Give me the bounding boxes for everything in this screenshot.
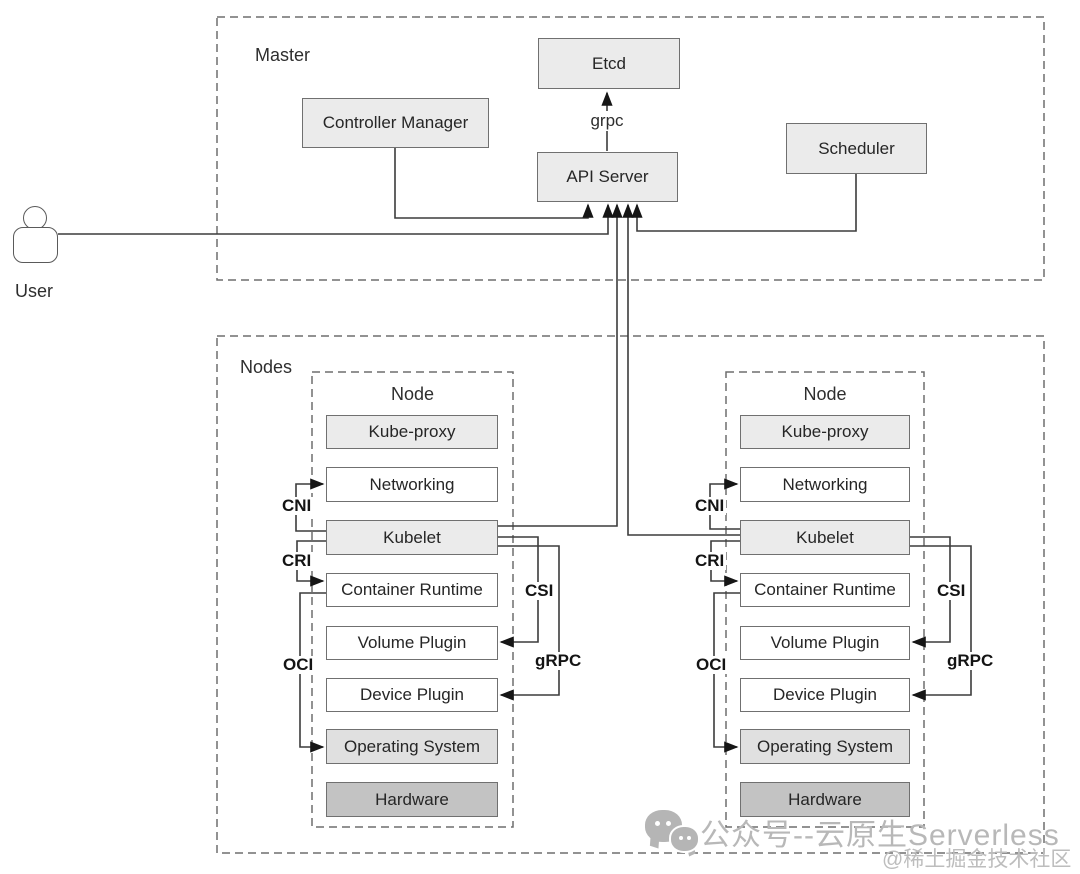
connector-right-kubelet-to-api-server xyxy=(622,203,740,536)
left-kubelet-box: Kubelet xyxy=(326,520,498,555)
right-volume-plugin-box: Volume Plugin xyxy=(740,626,910,660)
left-operating-system-box: Operating System xyxy=(326,729,498,764)
right-hardware-box: Hardware xyxy=(740,782,910,817)
left-kube-proxy-box: Kube-proxy xyxy=(326,415,498,449)
right-csi-label: CSI xyxy=(935,581,968,600)
connector-controller-manager-to-api-server xyxy=(394,148,594,219)
left-oci-label: OCI xyxy=(281,655,316,674)
connector-left-kubelet-to-api-server xyxy=(498,203,623,527)
master-region-border xyxy=(216,16,1045,281)
scheduler-box: Scheduler xyxy=(786,123,927,174)
left-device-plugin-box: Device Plugin xyxy=(326,678,498,712)
right-oci-label: OCI xyxy=(694,655,729,674)
node-right-title: Node xyxy=(803,384,847,404)
left-cni-label: CNI xyxy=(280,496,314,515)
right-operating-system-box: Operating System xyxy=(740,729,910,764)
right-container-runtime-box: Container Runtime xyxy=(740,573,910,607)
user-label: User xyxy=(15,281,54,301)
right-cni-label: CNI xyxy=(693,496,727,515)
node-left-title: Node xyxy=(390,384,435,404)
connector-user-to-api-server xyxy=(58,203,614,235)
right-cri-label: CRI xyxy=(693,551,727,570)
left-volume-plugin-box: Volume Plugin xyxy=(326,626,498,660)
node-left-border xyxy=(311,371,514,828)
master-region-label: Master xyxy=(255,45,311,65)
right-kubelet-box: Kubelet xyxy=(740,520,910,555)
nodes-region-border xyxy=(216,335,1045,854)
grpc-link-label: grpc xyxy=(585,111,629,131)
right-grpc-label: gRPC xyxy=(945,651,996,670)
left-hardware-box: Hardware xyxy=(326,782,498,817)
nodes-region-label: Nodes xyxy=(240,357,293,377)
left-grpc-label: gRPC xyxy=(533,651,584,670)
wechat-icon-small-bubble xyxy=(671,827,698,851)
right-networking-box: Networking xyxy=(740,467,910,502)
user-icon-body xyxy=(13,227,58,263)
etcd-box: Etcd xyxy=(538,38,680,89)
left-cri-label: CRI xyxy=(280,551,314,570)
left-csi-label: CSI xyxy=(523,581,556,600)
node-right-border xyxy=(725,371,925,828)
connector-right-grpc-kubelet-to-device-plugin xyxy=(910,545,972,701)
api-server-box: API Server xyxy=(537,152,678,202)
left-container-runtime-box: Container Runtime xyxy=(326,573,498,607)
left-networking-box: Networking xyxy=(326,467,498,502)
watermark-text: 公众号--云原生Serverless xyxy=(700,819,1060,852)
right-device-plugin-box: Device Plugin xyxy=(740,678,910,712)
right-kube-proxy-box: Kube-proxy xyxy=(740,415,910,449)
connector-left-grpc-kubelet-to-device-plugin xyxy=(498,545,560,701)
watermark-credit: @稀土掘金技术社区 xyxy=(882,848,1072,871)
controller-manager-box: Controller Manager xyxy=(302,98,489,148)
connector-scheduler-to-api-server xyxy=(631,174,857,232)
